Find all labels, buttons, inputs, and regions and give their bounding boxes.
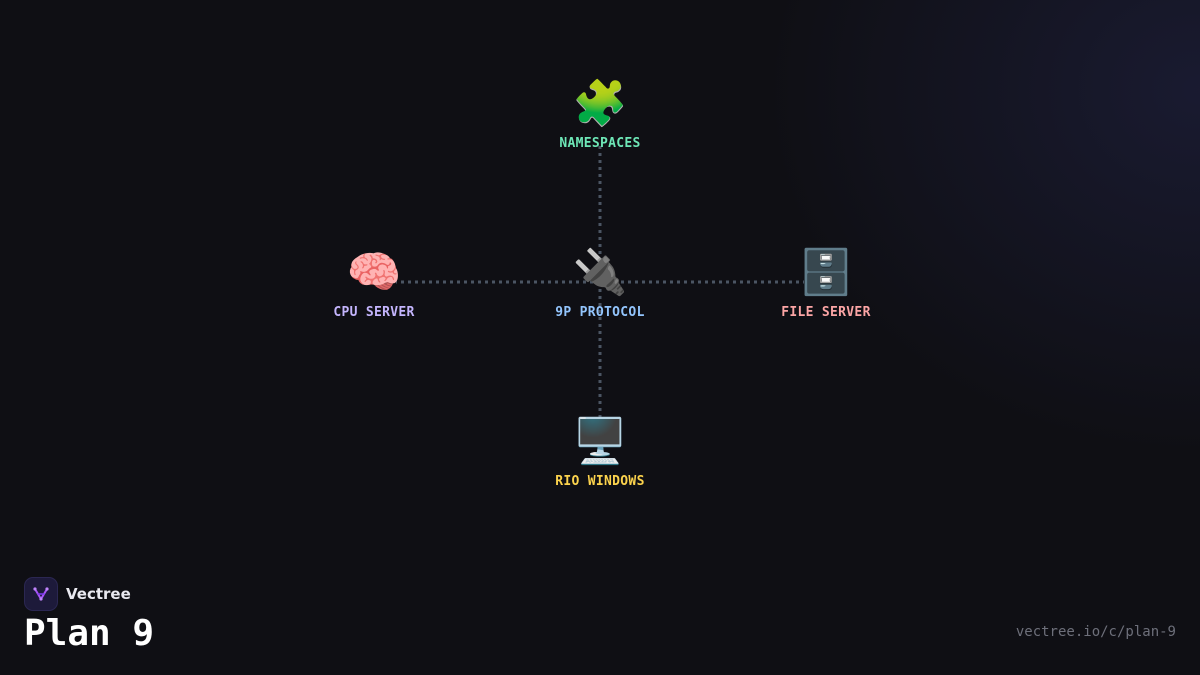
- puzzle-piece-icon: 🧩: [572, 78, 628, 129]
- node-label-rio-windows: RIO WINDOWS: [555, 474, 645, 489]
- node-file-server[interactable]: 🗄️ FILE SERVER: [726, 245, 926, 320]
- node-label-9p-protocol: 9P PROTOCOL: [555, 305, 645, 320]
- node-label-namespaces: NAMESPACES: [559, 136, 641, 151]
- brand-name: Vectree: [66, 585, 131, 603]
- node-label-file-server: FILE SERVER: [781, 305, 871, 320]
- brand[interactable]: Vectree: [24, 577, 131, 611]
- node-cpu-server[interactable]: 🧠 CPU SERVER: [274, 245, 474, 320]
- page-title: Plan 9: [24, 613, 155, 654]
- brain-icon: 🧠: [346, 247, 402, 298]
- desktop-computer-icon: 🖥️: [572, 416, 628, 467]
- node-9p-protocol[interactable]: 🔌 9P PROTOCOL: [500, 245, 700, 320]
- file-cabinet-icon: 🗄️: [798, 247, 854, 298]
- node-label-cpu-server: CPU SERVER: [333, 305, 415, 320]
- vectree-logo-icon: [24, 577, 58, 611]
- plug-icon: 🔌: [572, 247, 628, 298]
- node-rio-windows[interactable]: 🖥️ RIO WINDOWS: [500, 414, 700, 489]
- page-url[interactable]: vectree.io/c/plan-9: [1015, 624, 1176, 640]
- node-namespaces[interactable]: 🧩 NAMESPACES: [500, 76, 700, 151]
